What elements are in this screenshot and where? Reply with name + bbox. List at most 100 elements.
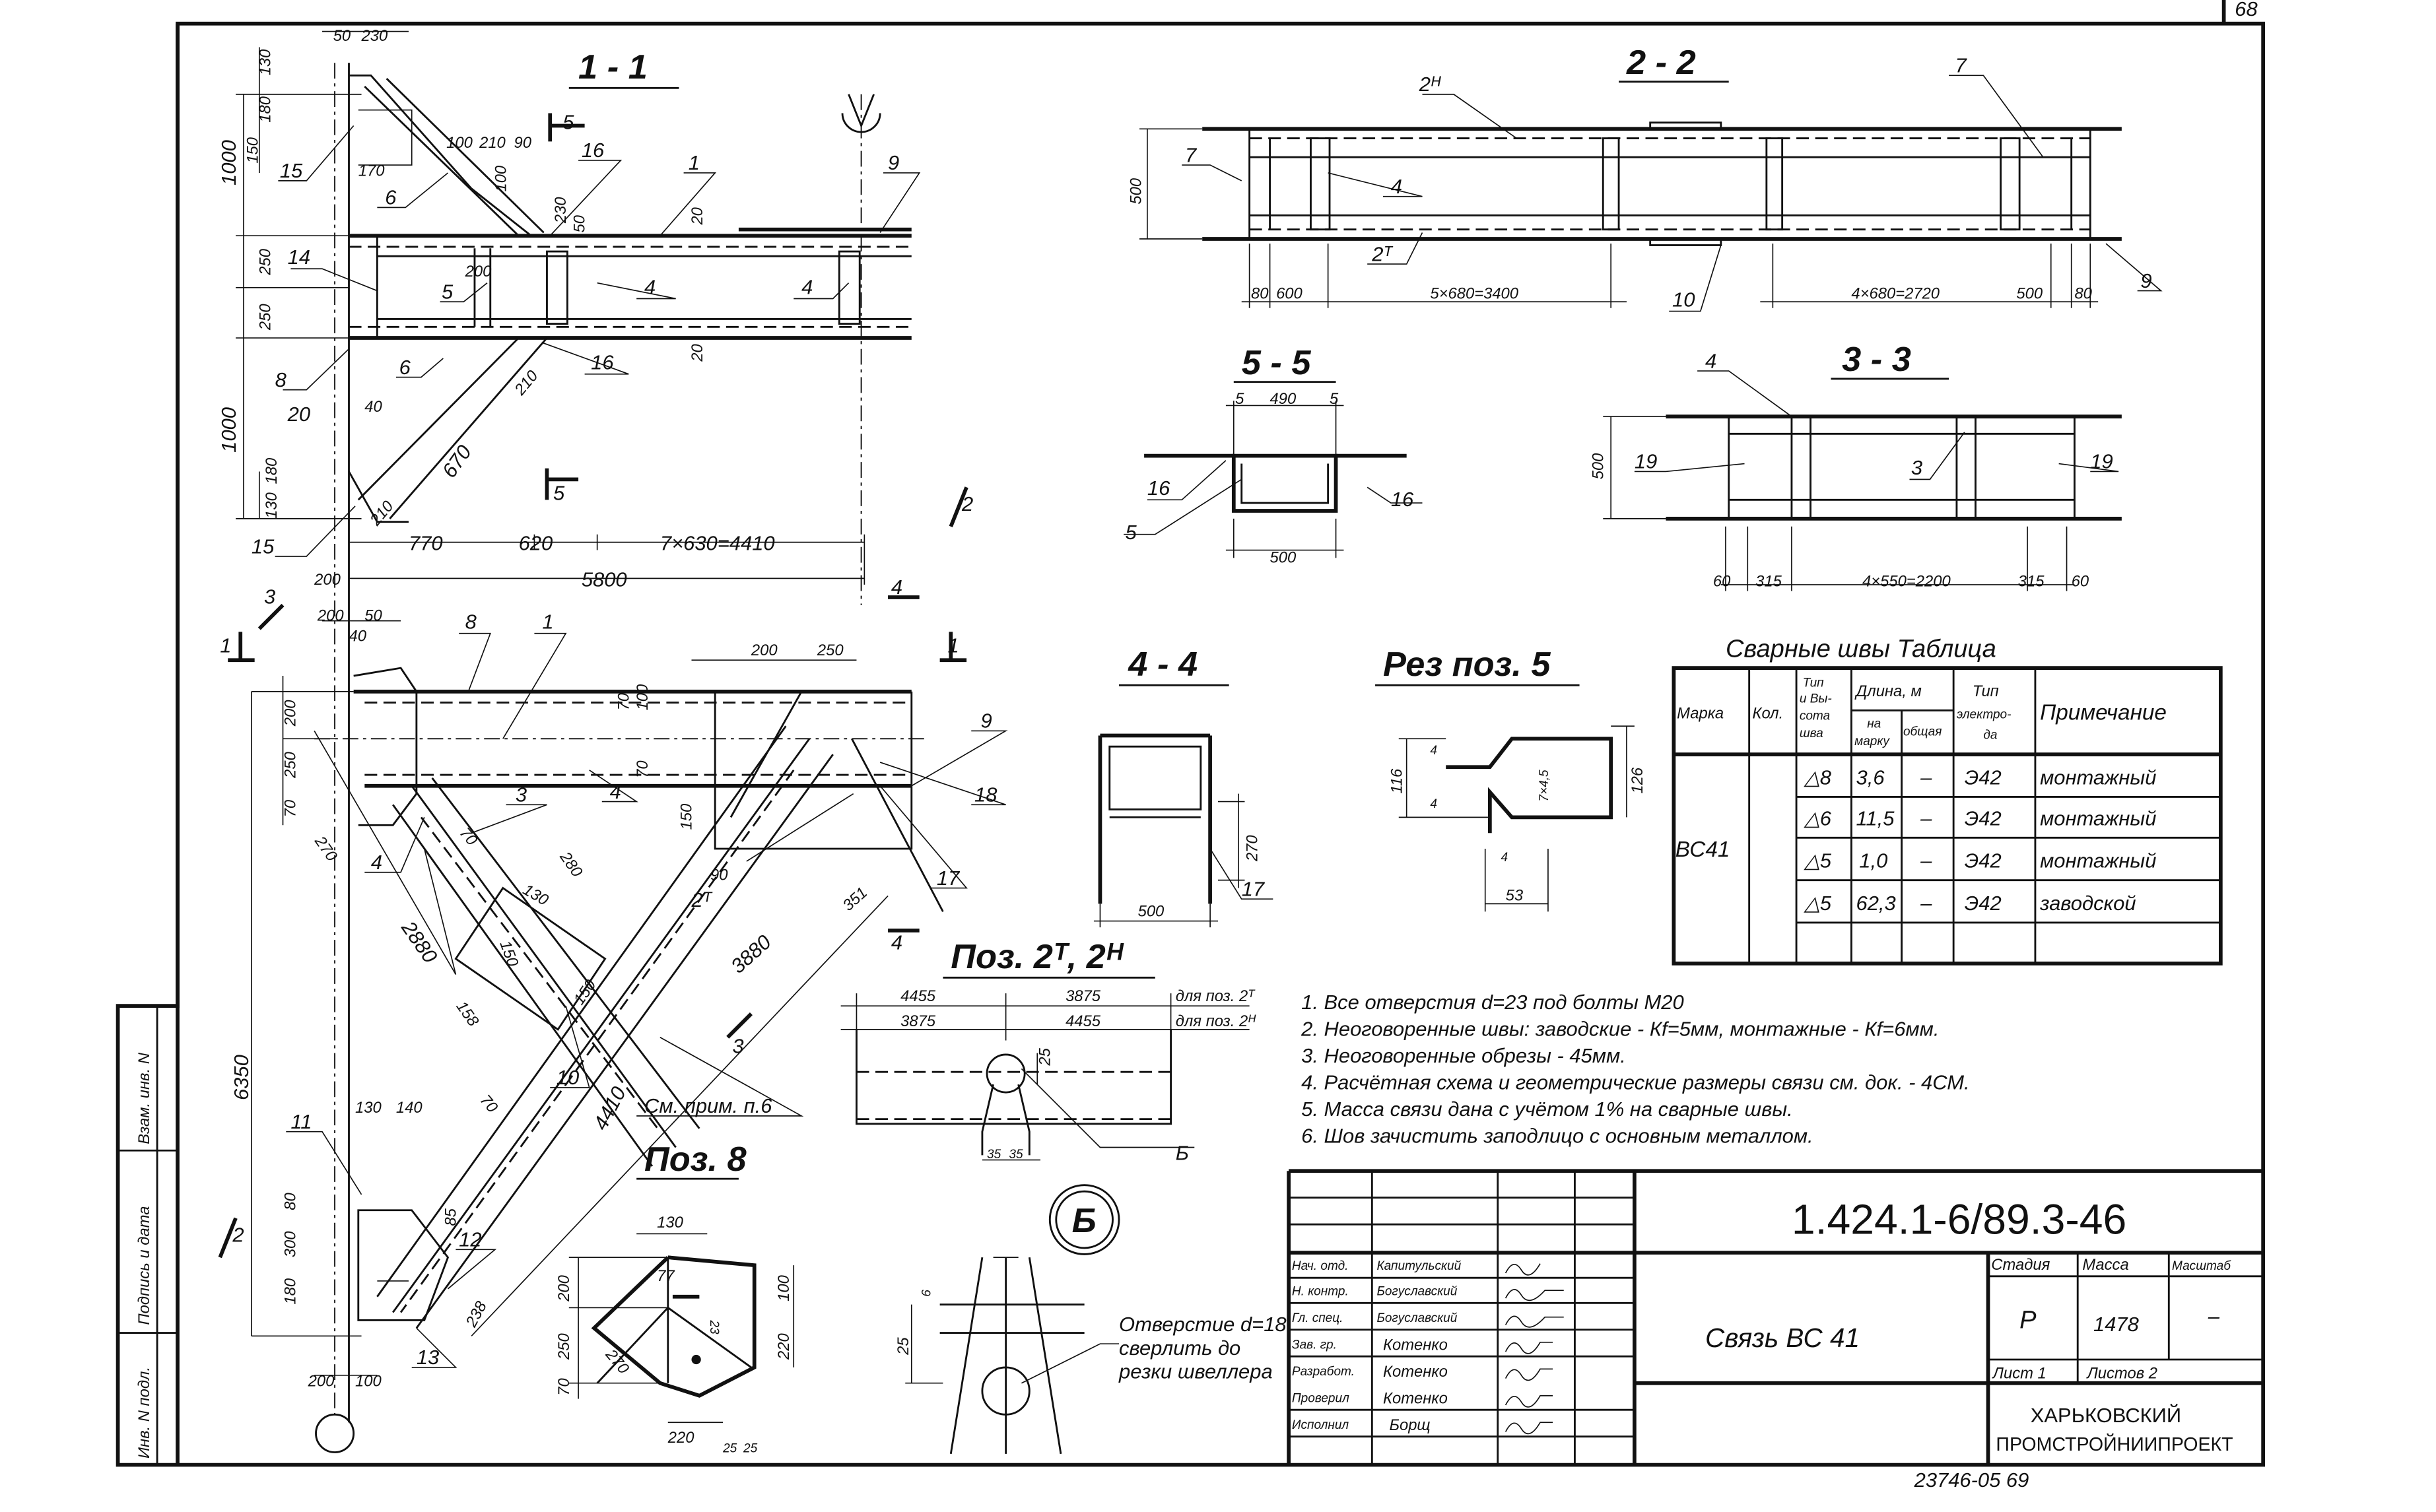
- dimension: 85: [442, 1208, 459, 1226]
- drawing-line: [1225, 401, 1344, 558]
- dimension: 40: [349, 628, 367, 645]
- dimension: 620: [519, 532, 553, 555]
- position-label: 17: [937, 867, 961, 890]
- section-mark: 4: [891, 931, 902, 954]
- column-axis-marker: [315, 1413, 355, 1453]
- note-item: 6. Шов зачистить заподлицо с основным ме…: [1301, 1124, 1813, 1147]
- section-mark: 2: [232, 1223, 244, 1246]
- dimension: 80: [1251, 284, 1269, 302]
- view-section-4-4: 4 - 4 270 500 17: [1093, 645, 1273, 928]
- drawing-line: [349, 246, 912, 328]
- drawing-line: [364, 78, 545, 237]
- dimension: 670: [438, 441, 476, 482]
- drawing-line: [364, 702, 912, 776]
- dimension: 770: [409, 532, 443, 555]
- drawing-line: [376, 725, 834, 1329]
- drawing-line: [591, 1255, 757, 1398]
- position-label: 6: [399, 356, 411, 379]
- dimension: 20: [689, 344, 706, 362]
- position-label: 7: [1955, 54, 1968, 77]
- note-item: 1. Все отверстия d=23 под болты М20: [1301, 991, 1684, 1014]
- header-length: Длина, м: [1854, 682, 1922, 700]
- sheets-count-label: Листов 2: [2085, 1365, 2157, 1383]
- header-weld-type: сота: [1800, 709, 1830, 723]
- role: Проверил: [1292, 1391, 1349, 1405]
- dimension: 25: [1036, 1047, 1054, 1066]
- dimension: 20: [689, 207, 706, 225]
- dimension: 116: [1388, 768, 1406, 794]
- section-mark: 1: [220, 634, 231, 657]
- signer-name: Борщ: [1389, 1416, 1430, 1434]
- dimension: 351: [839, 884, 871, 915]
- position-label: 3: [1911, 456, 1922, 479]
- plate-10: [1649, 121, 1722, 130]
- stiffener-4: [546, 250, 568, 325]
- drawing-line: [1672, 666, 2223, 966]
- dimension: 60: [1713, 572, 1731, 590]
- dimension: 70: [634, 760, 652, 778]
- hole: [981, 1366, 1031, 1416]
- drawing-line: [358, 109, 413, 166]
- dimension: 1000: [217, 407, 240, 453]
- dimension: 50: [571, 214, 589, 232]
- note-item: 2. Неоговоренные швы: заводские - Кf=5мм…: [1301, 1017, 1939, 1040]
- dimension: 80: [2074, 284, 2092, 302]
- dimension: 500: [1138, 902, 1165, 920]
- dimension: 7×630=4410: [660, 532, 775, 555]
- side-stamp: Инв. N подл. Подпись и дата Взам. инв. N: [118, 1006, 178, 1465]
- header-electrode: электро-: [1957, 707, 2012, 721]
- drawing-line: [568, 1233, 795, 1424]
- position-label: 16: [1391, 488, 1414, 511]
- drawing-line: [1139, 128, 2099, 308]
- drawing-line: [1748, 668, 2221, 964]
- weld-table: Сварные швы Таблица Марка Кол. Тип и Вы-…: [1672, 635, 2223, 966]
- table-row: △5 1,0 – Э42 монтажный: [1804, 849, 2156, 872]
- drilling-note: резки швеллера: [1118, 1360, 1273, 1383]
- drawing-line: [939, 1257, 1085, 1455]
- position-label: 2ᵀ: [691, 888, 712, 911]
- signer-name: Котенко: [1383, 1390, 1448, 1408]
- dimension: 25: [743, 1442, 758, 1456]
- cell-electrode: Э42: [1965, 892, 2002, 915]
- stiffener-4: [1790, 415, 1811, 520]
- hole: [986, 1053, 1026, 1094]
- signature-row: Нач. отд. Капитульский: [1292, 1259, 1541, 1276]
- row-note: для поз. 2ᴴ: [1176, 1012, 1256, 1030]
- drawing-line: [1124, 460, 1423, 535]
- position-label: 16: [1147, 477, 1170, 500]
- drawing-line: [596, 1257, 752, 1384]
- drawing-line: [349, 234, 912, 340]
- signature: [1505, 1395, 1553, 1408]
- view-title-position-2: Поз. 2ᵀ, 2ᴴ: [951, 938, 1124, 976]
- drawing-line: [856, 1070, 1171, 1121]
- dimension: 180: [282, 1278, 300, 1304]
- dimension: 238: [462, 1298, 491, 1331]
- dimension: 4: [1501, 851, 1508, 865]
- table-row: △5 62,3 – Э42 заводской: [1804, 892, 2136, 915]
- drawing-line: [545, 113, 585, 500]
- cell-length-total: –: [1920, 806, 1932, 830]
- cell-note: монтажный: [2040, 806, 2156, 830]
- cell-mark: ВС41: [1675, 838, 1730, 862]
- position-label: 8: [465, 610, 477, 634]
- drawing-line: [473, 248, 492, 327]
- sheet-frame: 68 23746-05 69: [116, 0, 2265, 1492]
- signature: [1505, 1368, 1553, 1381]
- dimension: 200: [465, 263, 492, 280]
- position-label: 16: [582, 139, 605, 162]
- dimension: 6350: [230, 1055, 253, 1100]
- detail-callout-inner-circle: [1055, 1190, 1114, 1249]
- drawing-line: [286, 632, 1008, 1368]
- drawing-line: [841, 94, 881, 133]
- drawing-line: [349, 337, 548, 519]
- dimension: 250: [817, 641, 844, 659]
- dimension: 50: [364, 607, 382, 625]
- position-label: 4: [801, 275, 813, 298]
- dimension: 4: [1430, 797, 1437, 811]
- drawing-line: [981, 1084, 1031, 1156]
- cell-weld-type: △5: [1804, 892, 1832, 915]
- dimension: 200: [751, 641, 778, 659]
- dimension: 210: [511, 367, 542, 399]
- weld-table-title: Сварные швы Таблица: [1726, 635, 1996, 663]
